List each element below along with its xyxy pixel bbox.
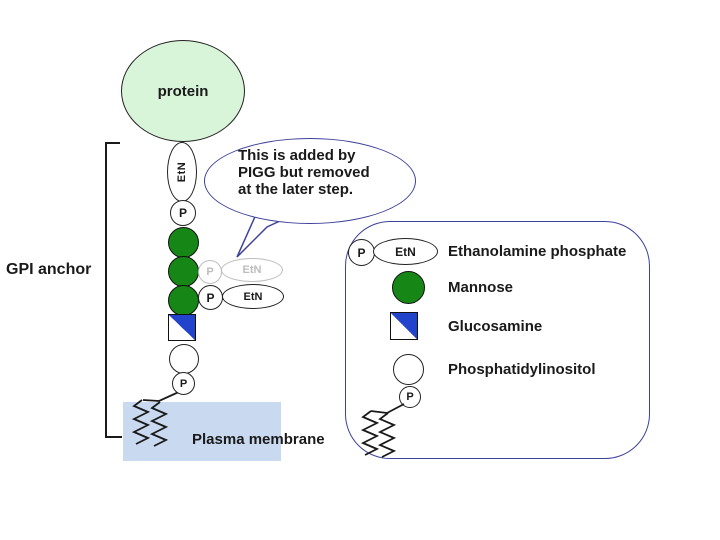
callout-line: PIGG but removed: [238, 164, 370, 181]
legend-ethanolamine-label: EtN: [395, 244, 416, 259]
lipid-connector-line: [142, 390, 182, 402]
ethanolamine-node: EtN: [167, 142, 197, 202]
legend-ethanolamine-node: EtN: [373, 238, 438, 265]
faded-ethanolamine-label: EtN: [242, 264, 262, 276]
legend-inositol-phosphate-node: P: [399, 386, 421, 408]
faded-ethanolamine-node: EtN: [221, 258, 283, 282]
side-phosphate-node: P: [198, 285, 223, 310]
protein-ellipse: protein: [121, 40, 245, 142]
glucosamine-square: [168, 314, 196, 341]
legend-phosphate-node: P: [348, 239, 375, 266]
side-ethanolamine-label: EtN: [243, 290, 263, 303]
legend-item-label: Ethanolamine phosphate: [448, 243, 627, 260]
callout-text: This is added by PIGG but removed at the…: [238, 147, 388, 198]
callout-bubble: [204, 138, 416, 224]
legend-phosphate-label: P: [357, 245, 366, 260]
phosphate-node: P: [170, 200, 196, 226]
plasma-membrane-label: Plasma membrane: [192, 431, 325, 448]
faded-phosphate-label: P: [206, 266, 214, 278]
mannose-circle: [168, 256, 199, 287]
inositol-phosphate-node: P: [172, 372, 195, 395]
ethanolamine-label: EtN: [176, 161, 188, 183]
legend-item-label: Mannose: [448, 279, 514, 296]
faded-phosphate-node: P: [198, 260, 222, 284]
side-phosphate-label: P: [206, 290, 215, 305]
callout-line: This is added by: [238, 147, 356, 164]
inositol-circle: [169, 344, 199, 374]
legend-glucosamine-square: [390, 312, 418, 340]
inositol-phosphate-label: P: [179, 377, 188, 390]
legend-mannose-circle: [392, 271, 425, 304]
gpi-anchor-label: GPI anchor: [6, 261, 92, 278]
legend-item-label: Phosphatidylinositol: [448, 361, 596, 378]
side-ethanolamine-node: EtN: [222, 284, 284, 309]
legend-item-label: Glucosamine: [448, 318, 543, 335]
gpi-bracket: [105, 142, 122, 438]
legend-inositol-circle: [393, 354, 424, 385]
mannose-circle: [168, 285, 199, 316]
legend-inositol-phosphate-label: P: [406, 391, 414, 403]
mannose-circle: [168, 227, 199, 258]
callout-line: at the later step.: [238, 181, 354, 198]
protein-label: protein: [157, 82, 209, 100]
phosphate-label: P: [178, 206, 187, 220]
